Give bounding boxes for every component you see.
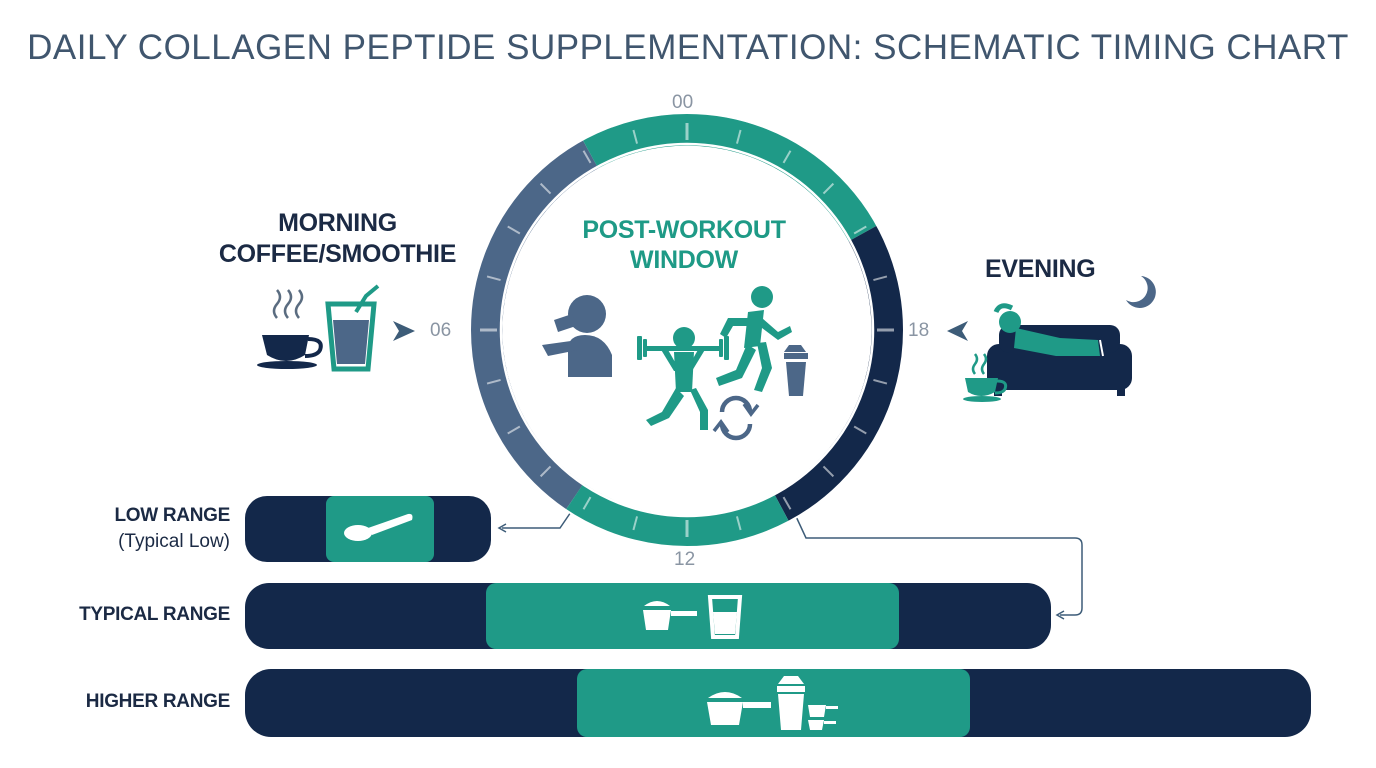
dial-tick (507, 225, 521, 235)
weightlifter-icon (637, 327, 729, 430)
dial-tick (486, 378, 501, 385)
dial-segment-morning-teal (582, 113, 877, 242)
hour-label-18: 18 (908, 320, 930, 341)
reclining-person-sofa-icon (987, 303, 1132, 396)
measuring-scoop-icon (707, 692, 771, 725)
hour-label-12: 12 (674, 549, 696, 570)
dial-ticks (480, 123, 894, 537)
measuring-cups-icon (808, 705, 838, 730)
low-range-label: LOW RANGE (114, 505, 230, 526)
morning-label-line1: MORNING (278, 209, 397, 237)
dial-tick (507, 425, 521, 435)
low-range-sublabel: (Typical Low) (118, 531, 230, 552)
shaker-bottle-icon (777, 676, 805, 730)
dial-tick (539, 465, 552, 478)
dial-tick (735, 129, 742, 144)
measuring-scoop-icon (643, 601, 697, 630)
smoothie-glass-icon (325, 284, 380, 372)
pointer-arrow-18 (947, 321, 968, 341)
runner-icon (716, 286, 792, 392)
dial-tick (782, 496, 792, 510)
morning-label: MORNING COFFEE/SMOOTHIE (195, 208, 480, 270)
hour-label-00: 00 (672, 92, 694, 113)
dial-tick (539, 182, 552, 195)
dial-segment-noon-teal (565, 483, 790, 548)
dial-tick (486, 275, 501, 282)
dial-tick (853, 225, 867, 235)
higher-range-fill (577, 669, 970, 737)
post-workout-line1: POST-WORKOUT (582, 216, 786, 244)
higher-range-label: HIGHER RANGE (85, 691, 231, 712)
coffee-cup-icon (257, 289, 323, 369)
typical-range-label: TYPICAL RANGE (79, 604, 230, 625)
hour-label-06: 06 (430, 320, 452, 341)
refresh-icon (712, 395, 760, 441)
dial-tick (632, 516, 639, 531)
tea-cup-icon (963, 353, 1008, 402)
moon-icon (1126, 276, 1156, 308)
dial-segment-evening-navy (773, 225, 904, 522)
dial-tick (873, 378, 888, 385)
dial-segment-night-left (470, 140, 599, 510)
chart-title: DAILY COLLAGEN PEPTIDE SUPPLEMENTATION: … (27, 28, 1349, 67)
dial-tick (632, 129, 639, 144)
drinking-person-icon (542, 295, 612, 377)
dial-tick (582, 150, 592, 164)
post-workout-line2: WINDOW (630, 246, 738, 274)
morning-label-line2: COFFEE/SMOOTHIE (218, 240, 457, 268)
shaker-bottle-icon (784, 345, 808, 396)
dial-tick (822, 182, 835, 195)
dial-tick (782, 150, 792, 164)
water-glass-icon (707, 595, 743, 639)
arrow-to-typical-range (792, 509, 1083, 616)
range-bars (245, 496, 1311, 737)
evening-label: EVENING (985, 255, 1096, 283)
dial-tick (873, 275, 888, 282)
dial-tick (822, 465, 835, 478)
post-workout-window-label: POST-WORKOUT WINDOW (560, 215, 808, 275)
scoop-spoon-icon (344, 513, 413, 541)
dial-tick (735, 516, 742, 531)
dial-tick (853, 425, 867, 435)
dial-tick (582, 496, 592, 510)
arrow-to-low-range (502, 508, 574, 529)
pointer-arrow-06 (393, 321, 415, 341)
